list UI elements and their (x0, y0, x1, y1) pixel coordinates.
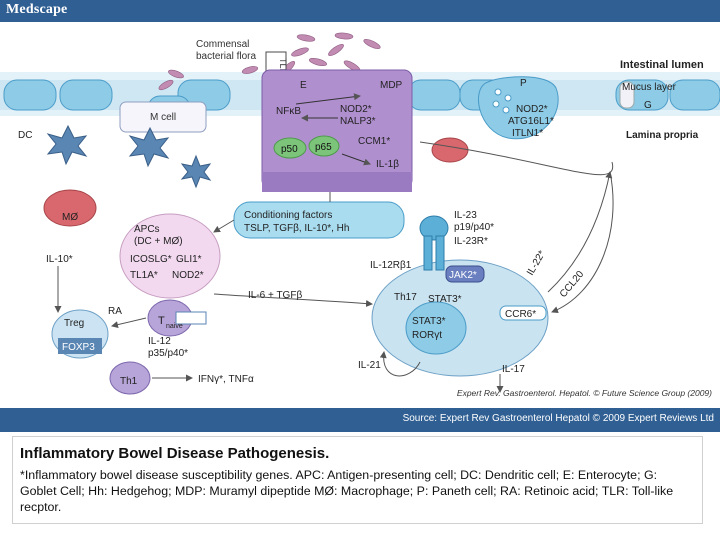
stat3b-label: STAT3* (412, 316, 446, 327)
il12rd-label: IL-12Rβ1 (370, 260, 412, 271)
cond-items: TSLP, TGFβ, IL-10*, Hh (244, 223, 349, 234)
nalp3-label: NALP3* (340, 116, 376, 127)
il1b-label: IL-1β (376, 159, 399, 170)
il21-label: IL-21 (358, 360, 381, 371)
lamina-propria-label: Lamina propria (626, 130, 699, 141)
figure-credit: Expert Rev. Gastroenterol. Hepatol. © Fu… (456, 388, 712, 398)
ccl20-arrow (551, 171, 614, 314)
il23-label: IL-23 (454, 210, 477, 221)
mo-label: MØ (62, 212, 78, 223)
il22-label: IL-22* (525, 249, 548, 278)
mucus-layer-label: Mucus layer (622, 82, 677, 93)
il1b-arrow (341, 153, 371, 166)
p19p40-label: p19/p40* (454, 222, 494, 233)
il6r-box (175, 311, 207, 325)
tl1a-label: TL1A* (130, 270, 158, 281)
flora-label: bacterial flora (196, 51, 256, 62)
apcs-label: APCs (134, 224, 160, 235)
foxp3-label: FOXP3 (62, 342, 95, 353)
diagram-canvas: Commensal bacterial flora TLRs M cell E … (0, 32, 720, 395)
caption-title: Inflammatory Bowel Disease Pathogenesis. (20, 445, 330, 462)
header-bar: Medscape (0, 0, 720, 22)
il17-label: IL-17 (502, 364, 525, 375)
macrophage-small (431, 137, 469, 163)
cond-to-apc-arrow (213, 219, 235, 233)
treg-label: Treg (64, 318, 84, 329)
itln1-label: ITLN1* (512, 128, 543, 139)
source-bar: Source: Expert Rev Gastroenterol Hepatol… (0, 408, 720, 432)
tlrs-label: TLRs (278, 58, 288, 80)
th17-label: Th17 (394, 292, 417, 303)
m-cell (119, 101, 207, 133)
th17-nucleus (405, 301, 467, 355)
il6-tgfb-arrow (213, 293, 373, 308)
ccl20-label: CCL20 (558, 269, 587, 300)
p35p40-label: p35/p40* (148, 348, 188, 359)
caption-text: *Inflammatory bowel disease susceptibili… (20, 468, 674, 514)
goblet-label: G (644, 100, 652, 111)
dendritic-cell-3 (180, 154, 212, 189)
paneth-label: P (520, 78, 527, 89)
rorc-label: RORγt (412, 330, 442, 341)
ra-arrow (111, 317, 147, 329)
ccr6-label: CCR6* (505, 309, 536, 320)
dc-label: DC (18, 130, 32, 141)
foxp3-box (58, 338, 102, 354)
il23r-label: IL-23R* (454, 236, 488, 247)
gli1-label: GLI1* (176, 254, 202, 265)
apc-nod2-label: NOD2* (172, 270, 204, 281)
p50-subunit (273, 137, 307, 159)
ra-label: RA (108, 306, 122, 317)
ccm1-label: CCM1* (358, 136, 390, 147)
mdp-label: MDP (380, 80, 403, 91)
apcs-sub-label: (DC + MØ) (134, 236, 183, 247)
il22-arrow (547, 171, 613, 293)
p50-label: p50 (281, 144, 298, 155)
nfkb-label: NFκB (276, 106, 301, 117)
cond-title: Conditioning factors (244, 210, 332, 221)
il10-label: IL-10* (46, 254, 73, 265)
il21-arrow (379, 351, 421, 377)
nod2-label: NOD2* (340, 104, 372, 115)
p65-label: p65 (315, 142, 332, 153)
p65-subunit (308, 135, 340, 157)
enterocyte-cell (261, 69, 413, 192)
intestinal-lumen-label: Intestinal lumen (620, 59, 704, 71)
m-cell-label: M cell (150, 112, 176, 123)
commensal-label: Commensal (196, 39, 249, 50)
stat3-label: STAT3* (428, 294, 462, 305)
mdp-arrow (295, 93, 361, 105)
enterocyte-label: E (300, 80, 307, 91)
dendritic-cell-2 (128, 126, 170, 168)
apc-cell (119, 213, 221, 299)
th1-cell (109, 361, 151, 395)
tnaive-label: T (158, 315, 165, 327)
medscape-logo[interactable]: Medscape (6, 2, 68, 17)
macrophage-cell (43, 189, 97, 227)
il12-label: IL-12 (148, 336, 171, 347)
source-text: Source: Expert Rev Gastroenterol Hepatol… (402, 413, 714, 424)
il6-tgfb-label: IL-6 + TGFβ (248, 290, 302, 301)
atg16l1-label: ATG16L1* (508, 116, 554, 127)
il23-receptor (419, 215, 449, 271)
paneth-to-lamina-line (419, 141, 614, 176)
ifng-label: IFNγ*, TNFα (198, 374, 254, 385)
dendritic-cell-1 (46, 124, 88, 166)
ccr6-box (499, 305, 547, 321)
th1-label: Th1 (120, 376, 138, 387)
icoslg-label: ICOSLG* (130, 254, 172, 265)
pathogenesis-diagram: Commensal bacterial flora TLRs M cell E … (0, 22, 720, 408)
jak2-box (445, 265, 485, 283)
paneth-nod2-label: NOD2* (516, 104, 548, 115)
jak2-label: JAK2* (449, 270, 477, 281)
caption-box: Inflammatory Bowel Disease Pathogenesis.… (12, 436, 703, 524)
tnaive-sub-label: naive (166, 323, 183, 330)
